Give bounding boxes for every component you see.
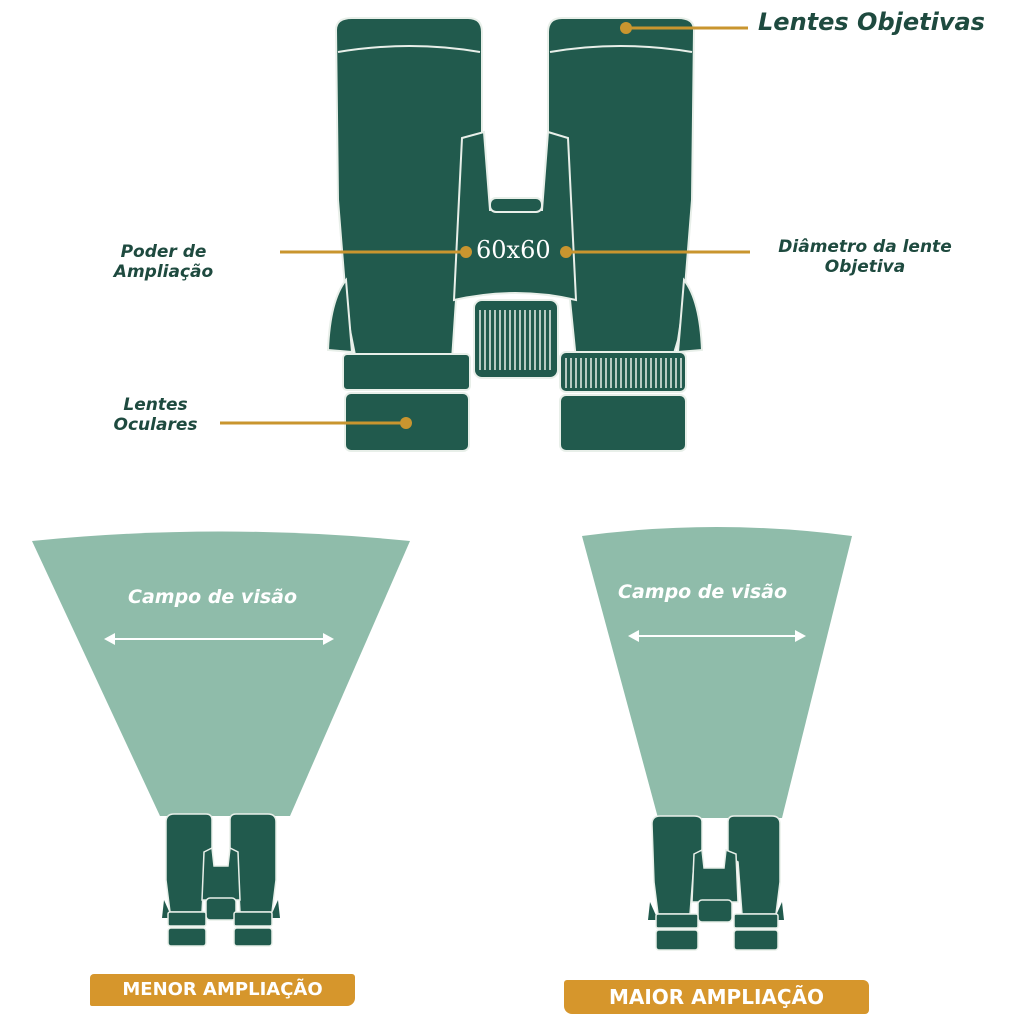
badge-lower-magnification: MENOR AMPLIAÇÃO [90, 974, 355, 1006]
leader-lines [220, 22, 750, 429]
binocular-spec: 60x60 [476, 236, 551, 264]
label-eyepiece-lenses-line2: Oculares [113, 415, 198, 436]
label-magnification-power-line1: Poder de [120, 242, 207, 262]
label-objective-diameter: Diâmetro da lente Objetiva [760, 237, 970, 278]
label-magnification-power-line2: Ampliação [113, 262, 214, 283]
binoculars-small-left [162, 813, 280, 947]
field-of-view-label-wide: Campo de visão [128, 586, 298, 608]
badge-higher-magnification: MAIOR AMPLIAÇÃO [564, 980, 869, 1014]
label-eyepiece-lenses-line1: Lentes [123, 395, 188, 415]
field-of-view-label-narrow: Campo de visão [618, 581, 788, 603]
field-of-view-cone-wide [32, 531, 410, 816]
label-eyepiece-lenses: Lentes Oculares [98, 395, 213, 436]
label-objective-diameter-line2: Objetiva [824, 257, 906, 278]
label-objective-lenses: Lentes Objetivas [758, 8, 985, 36]
field-of-view-cone-narrow [582, 527, 852, 818]
binoculars-small-right [648, 815, 784, 951]
label-objective-diameter-line1: Diâmetro da lente [778, 237, 952, 257]
binoculars-large [326, 17, 704, 452]
label-magnification-power: Poder de Ampliação [96, 242, 231, 283]
